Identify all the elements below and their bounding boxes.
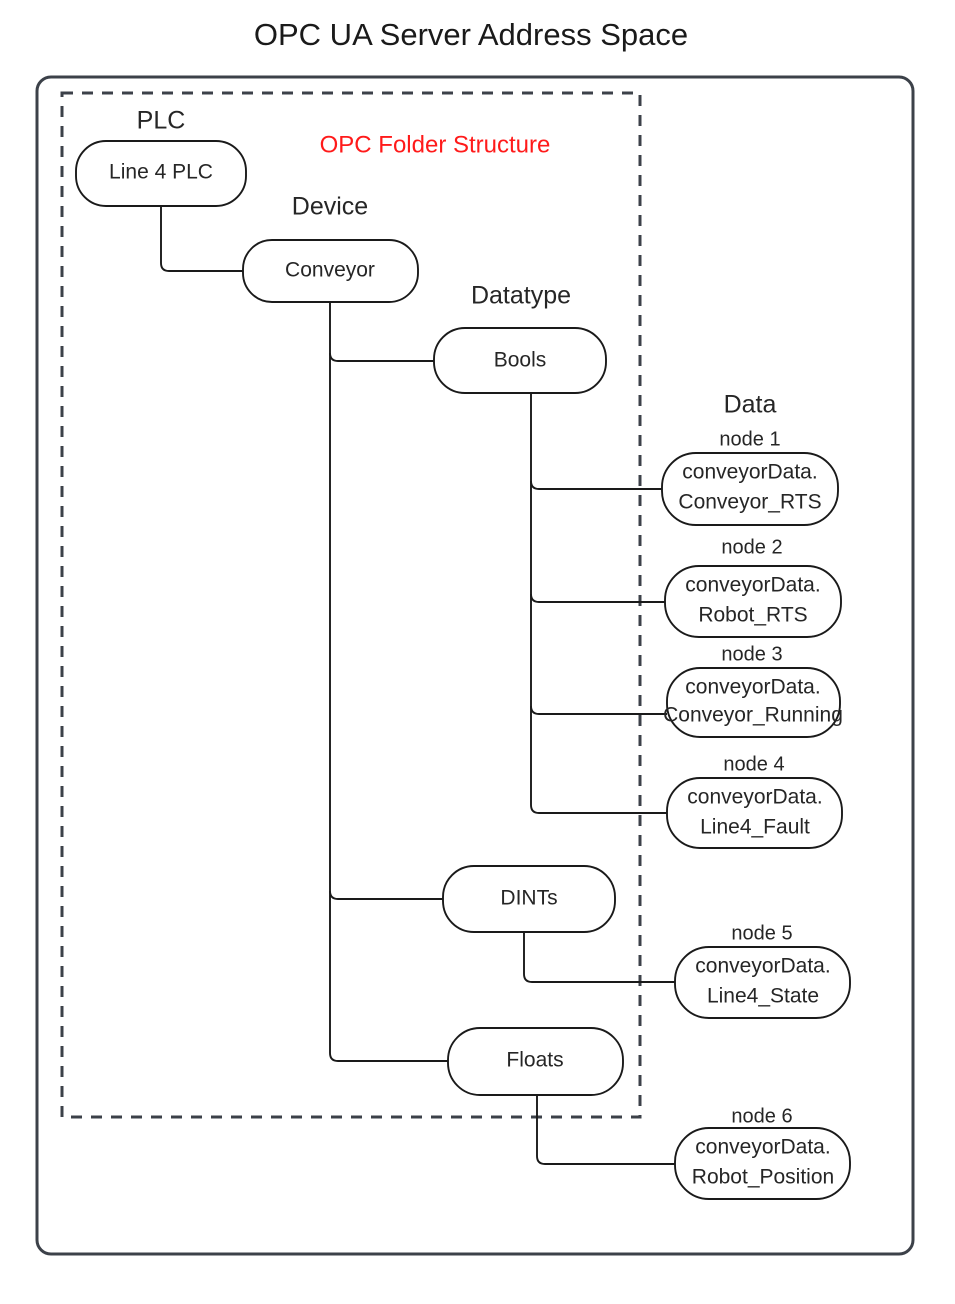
node-dints-shape: [442, 865, 616, 933]
connector-device-to-bools: [329, 352, 434, 362]
node-floats-label: Floats: [506, 1049, 563, 1072]
page-title: OPC UA Server Address Space: [254, 17, 688, 52]
data-node-4-line1: conveyorData.: [687, 786, 822, 809]
node-bools-shape: [433, 327, 607, 394]
connector-bools-to-node1: [530, 480, 662, 490]
section-label-datatype: Datatype: [471, 282, 571, 310]
connector-plc-to-device: [160, 206, 243, 272]
data-node-5-line2: Line4_State: [707, 985, 819, 1008]
node-dints-label: DINTs: [500, 887, 557, 910]
data-node-1[interactable]: node 1 conveyorData. Conveyor_RTS: [661, 428, 839, 526]
data-node-6-line2: Robot_Position: [692, 1166, 834, 1189]
opc-folder-structure-label: OPC Folder Structure: [320, 131, 551, 158]
data-node-4-shape: [666, 777, 843, 849]
data-node-4-line2: Line4_Fault: [700, 816, 810, 839]
data-node-2-line2: Robot_RTS: [698, 604, 807, 627]
data-node-2[interactable]: node 2 conveyorData. Robot_RTS: [664, 536, 842, 638]
data-node-3-caption: node 3: [721, 643, 782, 665]
data-node-1-line2: Conveyor_RTS: [678, 491, 821, 514]
data-node-3-line2: Conveyor_Running: [663, 704, 843, 727]
node-floats-shape: [447, 1027, 624, 1096]
node-line4-plc[interactable]: Line 4 PLC: [75, 140, 247, 207]
opc-folder-structure-frame: [60, 91, 642, 1119]
data-node-1-shape: [661, 452, 839, 526]
section-label-plc: PLC: [137, 107, 186, 135]
connector-device-to-dints: [329, 890, 443, 900]
connector-dints-to-node5: [523, 932, 675, 983]
node-conveyor[interactable]: Conveyor: [242, 239, 419, 303]
data-node-5[interactable]: node 5 conveyorData. Line4_State: [674, 922, 851, 1019]
data-node-6-line1: conveyorData.: [695, 1136, 830, 1159]
data-node-6-shape: [674, 1127, 851, 1200]
data-node-3-line1: conveyorData.: [685, 676, 820, 699]
data-node-6[interactable]: node 6 conveyorData. Robot_Position: [674, 1105, 851, 1200]
data-node-5-caption: node 5: [731, 922, 792, 944]
node-conveyor-label: Conveyor: [285, 259, 375, 282]
data-node-1-caption: node 1: [719, 428, 780, 450]
connector-bools-to-node2: [530, 593, 665, 603]
data-node-2-caption: node 2: [721, 536, 782, 558]
connector-bools-to-node3: [530, 705, 667, 715]
connector-bools-trunk: [530, 393, 667, 814]
section-label-device: Device: [292, 193, 368, 221]
section-label-data: Data: [724, 391, 777, 419]
node-floats[interactable]: Floats: [447, 1027, 624, 1096]
node-line4-plc-shape: [75, 140, 247, 207]
node-conveyor-shape: [242, 239, 419, 303]
node-line4-plc-label: Line 4 PLC: [109, 161, 213, 184]
connector-device-trunk: [329, 302, 448, 1062]
node-bools[interactable]: Bools: [433, 327, 607, 394]
node-dints[interactable]: DINTs: [442, 865, 616, 933]
data-node-5-shape: [674, 946, 851, 1019]
data-node-3-shape: [666, 667, 841, 738]
data-node-2-line1: conveyorData.: [685, 574, 820, 597]
server-address-space-frame: [35, 75, 915, 1256]
data-node-1-line1: conveyorData.: [682, 461, 817, 484]
data-node-3[interactable]: node 3 conveyorData. Conveyor_Running: [663, 643, 843, 738]
data-node-4[interactable]: node 4 conveyorData. Line4_Fault: [666, 753, 843, 849]
data-node-2-shape: [664, 565, 842, 638]
connector-floats-to-node6: [536, 1095, 675, 1165]
data-node-5-line1: conveyorData.: [695, 955, 830, 978]
data-node-4-caption: node 4: [723, 753, 784, 775]
data-node-6-caption: node 6: [731, 1105, 792, 1127]
node-bools-label: Bools: [494, 349, 547, 372]
